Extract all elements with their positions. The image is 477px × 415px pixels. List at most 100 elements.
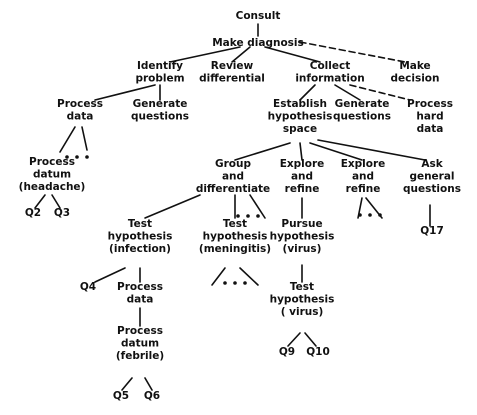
node-label-line: Q5 <box>113 390 129 402</box>
node-label-line: problem <box>135 73 184 85</box>
node-label-line: questions <box>403 183 461 195</box>
node-label-line: Pursue <box>281 218 322 230</box>
node-label-line: Q9 <box>279 346 295 358</box>
node-label-line: Test <box>128 218 152 230</box>
node-label-line: general <box>409 171 454 183</box>
node-consult: Consult <box>236 10 281 22</box>
node-label-line: datum <box>121 338 159 350</box>
node-label-line: Collect <box>310 60 350 72</box>
node-label-line: hypothesis <box>270 231 335 243</box>
node-label-line: and <box>291 171 313 183</box>
node-q6: Q6 <box>144 390 160 402</box>
ellipsis-group-and-differentiate <box>236 214 260 218</box>
ellipsis-process-data <box>65 155 89 159</box>
ellipsis-explore-and-refine <box>358 213 382 217</box>
edge-make-diagnosis-make-decision <box>299 41 406 63</box>
node-label-line: Establish <box>273 98 327 110</box>
edge-make-diagnosis-review-differential <box>231 46 251 63</box>
node-label-line: Generate <box>335 98 390 110</box>
node-label-line: hypothesis <box>268 111 333 123</box>
edge-test-hypothesis-meningitis-ellipsis-right <box>239 267 259 286</box>
node-label-line: Make <box>399 60 430 72</box>
edge-group-test-hypothesis-infection <box>144 194 201 219</box>
edge-space-group-and-differentiate <box>234 142 291 161</box>
edge-group-ellipsis <box>249 194 266 219</box>
edge-process-datum-febrile-q6 <box>144 377 153 391</box>
edge-test-hypothesis-virus-q10 <box>304 332 317 347</box>
node-q10: Q10 <box>306 346 330 358</box>
node-label-line: hypothesis <box>270 294 335 306</box>
node-label-line: Explore <box>280 158 325 170</box>
edge-space-explore-and-refine-1 <box>299 142 303 161</box>
edge-test-hypothesis-infection-q4 <box>94 267 126 283</box>
node-label-line: Q2 <box>25 207 41 219</box>
node-label-line: Group <box>215 158 251 170</box>
node-label-line: data <box>417 123 444 135</box>
node-label-line: and <box>222 171 244 183</box>
node-label-line: questions <box>131 111 189 123</box>
node-label-line: hypothesis <box>108 231 173 243</box>
node-label-line: differential <box>199 73 265 85</box>
node-q4: Q4 <box>80 281 96 293</box>
node-label-line: Explore <box>341 158 386 170</box>
node-label-line: Q17 <box>420 225 444 237</box>
edge-collect-information-process-hard-data <box>349 84 411 101</box>
node-label-line: ( virus) <box>281 306 324 318</box>
edge-identify-problem-process-data <box>94 84 156 101</box>
node-label-line: Test <box>290 281 314 293</box>
edge-process-data-process-datum-headache <box>59 126 76 153</box>
node-label-line: Consult <box>236 10 281 22</box>
node-label-line: Make diagnosis <box>212 37 304 49</box>
edge-process-data-ellipsis <box>81 126 88 151</box>
node-label-line: Q10 <box>306 346 330 358</box>
node-label-line: decision <box>391 73 440 85</box>
node-label-line: space <box>283 123 317 135</box>
node-label-line: refine <box>285 183 320 195</box>
node-label-line: (headache) <box>19 181 86 193</box>
node-label-line: Process <box>57 98 103 110</box>
node-label-line: refine <box>346 183 381 195</box>
node-label-line: hypothesis <box>203 231 268 243</box>
ellipsis-test-hypothesis-meningitis <box>223 281 247 285</box>
node-label-line: (febrile) <box>116 350 164 362</box>
edge-space-ask-general-questions <box>317 139 426 161</box>
edge-collect-information-generate-questions <box>334 84 361 101</box>
node-make-diagnosis: Make diagnosis <box>212 37 304 49</box>
node-q9: Q9 <box>279 346 295 358</box>
node-label-line: (virus) <box>283 243 322 255</box>
node-q5: Q5 <box>113 390 129 402</box>
node-label-line: and <box>352 171 374 183</box>
node-label-line: Q4 <box>80 281 96 293</box>
tree-edges <box>34 23 431 391</box>
node-label-line: Generate <box>133 98 188 110</box>
node-label-line: data <box>67 111 94 123</box>
node-q3: Q3 <box>54 207 70 219</box>
node-label-line: (infection) <box>109 243 171 255</box>
node-label-line: Ask <box>421 158 443 170</box>
node-label-line: Process <box>29 156 75 168</box>
ellipsis-markers <box>65 155 382 285</box>
edge-space-explore-and-refine-2 <box>309 142 363 161</box>
edge-process-datum-febrile-q5 <box>121 377 133 391</box>
node-label-line: Review <box>211 60 254 72</box>
node-label-line: (meningitis) <box>199 243 271 255</box>
node-label-line: hard <box>416 111 443 123</box>
node-q2: Q2 <box>25 207 41 219</box>
edge-collect-information-establish-hypothesis-space <box>299 84 316 101</box>
edge-test-hypothesis-meningitis-ellipsis-left <box>211 267 226 286</box>
node-q17: Q17 <box>420 225 444 237</box>
edge-process-datum-q3 <box>51 194 61 209</box>
